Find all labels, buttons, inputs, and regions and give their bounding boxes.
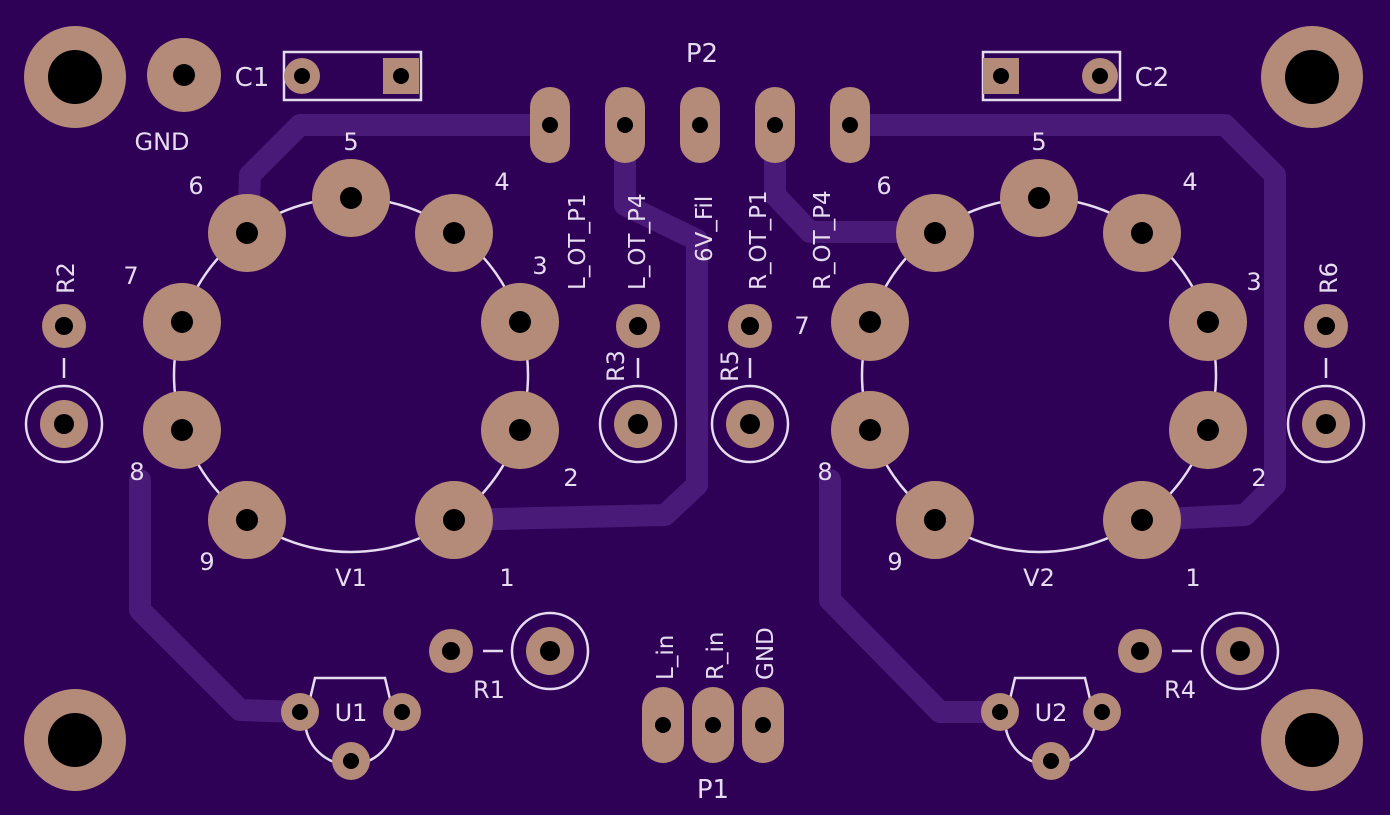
- p2-header: [530, 87, 870, 163]
- v2-pin-number: 4: [1182, 168, 1197, 196]
- p1-pin-label: L_in: [653, 635, 679, 680]
- v1-pins: [143, 159, 559, 559]
- v2-pin-pad-9: [896, 481, 974, 559]
- p2-pin-label: L_OT_P1: [565, 194, 591, 290]
- c1-capacitor: [282, 50, 423, 102]
- trace-u1: [129, 469, 311, 723]
- v1-pin-pad-6: [208, 194, 286, 272]
- mount-hole-bottom-left: [24, 689, 126, 791]
- v1-label: V1: [335, 564, 367, 592]
- r1-resistor: [429, 611, 590, 691]
- v2-pin-number: 8: [817, 458, 832, 486]
- mount-hole-bottom-right: [1261, 689, 1363, 791]
- c2-capacitor: [981, 50, 1122, 102]
- gnd-pad: [147, 38, 221, 112]
- v2-pin-number: 2: [1251, 464, 1266, 492]
- c2-label: C2: [1135, 63, 1170, 93]
- r3-resistor: [598, 304, 678, 464]
- p1-pin: [642, 687, 684, 763]
- v1-pin-pad-9: [208, 481, 286, 559]
- v1-pin-number: 8: [129, 458, 144, 486]
- mounting-holes: [24, 26, 1363, 791]
- v2-pin-pad-5: [1000, 159, 1078, 237]
- u1-transistor: [281, 676, 421, 780]
- mount-hole-top-right: [1261, 26, 1363, 128]
- p2-pin-label: R_OT_P4: [810, 190, 836, 290]
- u2-transistor: [981, 676, 1121, 780]
- v1-pin-number: 6: [188, 172, 203, 200]
- r3-label: R3: [602, 350, 630, 382]
- r5-resistor: [710, 304, 790, 464]
- v2-pin-number: 7: [794, 312, 809, 340]
- r6-resistor: [1286, 304, 1366, 464]
- v2-pin-pad-7: [831, 283, 909, 361]
- r2-label: R2: [52, 262, 80, 294]
- v1-pin-number: 1: [499, 564, 514, 592]
- p2-pin: [830, 87, 870, 163]
- p2-pin: [680, 87, 720, 163]
- v1-pin-number: 5: [343, 128, 358, 156]
- u2-label: U2: [1035, 699, 1068, 727]
- v1-pin-pad-4: [415, 194, 493, 272]
- trace-r-ot-p4: [839, 114, 1286, 531]
- v2-pin-number: 5: [1031, 128, 1046, 156]
- v2-pin-pad-4: [1103, 194, 1181, 272]
- p2-label: P2: [686, 39, 718, 69]
- r4-resistor: [1118, 611, 1280, 691]
- v2-pin-number: 6: [876, 172, 891, 200]
- r2-resistor: [24, 304, 104, 464]
- v1-pin-number: 9: [199, 548, 214, 576]
- v2-pin-number: 1: [1185, 564, 1200, 592]
- p2-pin-label: 6V_Fil: [692, 196, 718, 262]
- p2-pin-label: L_OT_P4: [625, 194, 651, 290]
- r1-label: R1: [473, 676, 505, 704]
- v2-pin-pad-3: [1169, 283, 1247, 361]
- v1-pin-pad-1: [415, 481, 493, 559]
- p2-pin: [605, 87, 645, 163]
- v1-pin-number: 3: [532, 252, 547, 280]
- v2-pin-pad-6: [896, 194, 974, 272]
- v2-pin-pad-2: [1169, 391, 1247, 469]
- u1-label: U1: [335, 699, 368, 727]
- v1-pin-pad-7: [143, 283, 221, 361]
- p1-pin: [692, 687, 734, 763]
- v2-pin-pad-8: [831, 391, 909, 469]
- v2-pin-number: 3: [1246, 268, 1261, 296]
- v2-pins: [831, 159, 1247, 559]
- r5-label: R5: [716, 350, 744, 382]
- trace-u2: [819, 469, 1011, 723]
- trace-l-ot-p4: [444, 114, 708, 531]
- p2-pin-label: R_OT_P1: [746, 190, 772, 290]
- gnd-label: GND: [134, 128, 189, 156]
- p1-pin: [742, 687, 784, 763]
- p1-pin-label: GND: [753, 627, 779, 680]
- p2-pin: [755, 87, 795, 163]
- v1-pin-number: 7: [123, 262, 138, 290]
- r6-label: R6: [1315, 262, 1343, 294]
- v2-label: V2: [1023, 564, 1055, 592]
- v1-pin-pad-5: [312, 159, 390, 237]
- v1-pin-number: 2: [563, 464, 578, 492]
- v1-pin-pad-2: [481, 391, 559, 469]
- v2-pin-pad-1: [1103, 481, 1181, 559]
- v1-pin-pad-3: [481, 283, 559, 361]
- p1-pin-label: R_in: [703, 632, 729, 680]
- p1-header: [642, 687, 784, 763]
- v1-pin-number: 4: [494, 168, 509, 196]
- p2-pin: [530, 87, 570, 163]
- v1-pin-pad-8: [143, 391, 221, 469]
- c1-label: C1: [235, 63, 270, 93]
- v2-pin-number: 9: [887, 548, 902, 576]
- p1-label: P1: [697, 775, 729, 805]
- mount-hole-top-left: [24, 26, 126, 128]
- r4-label: R4: [1164, 676, 1196, 704]
